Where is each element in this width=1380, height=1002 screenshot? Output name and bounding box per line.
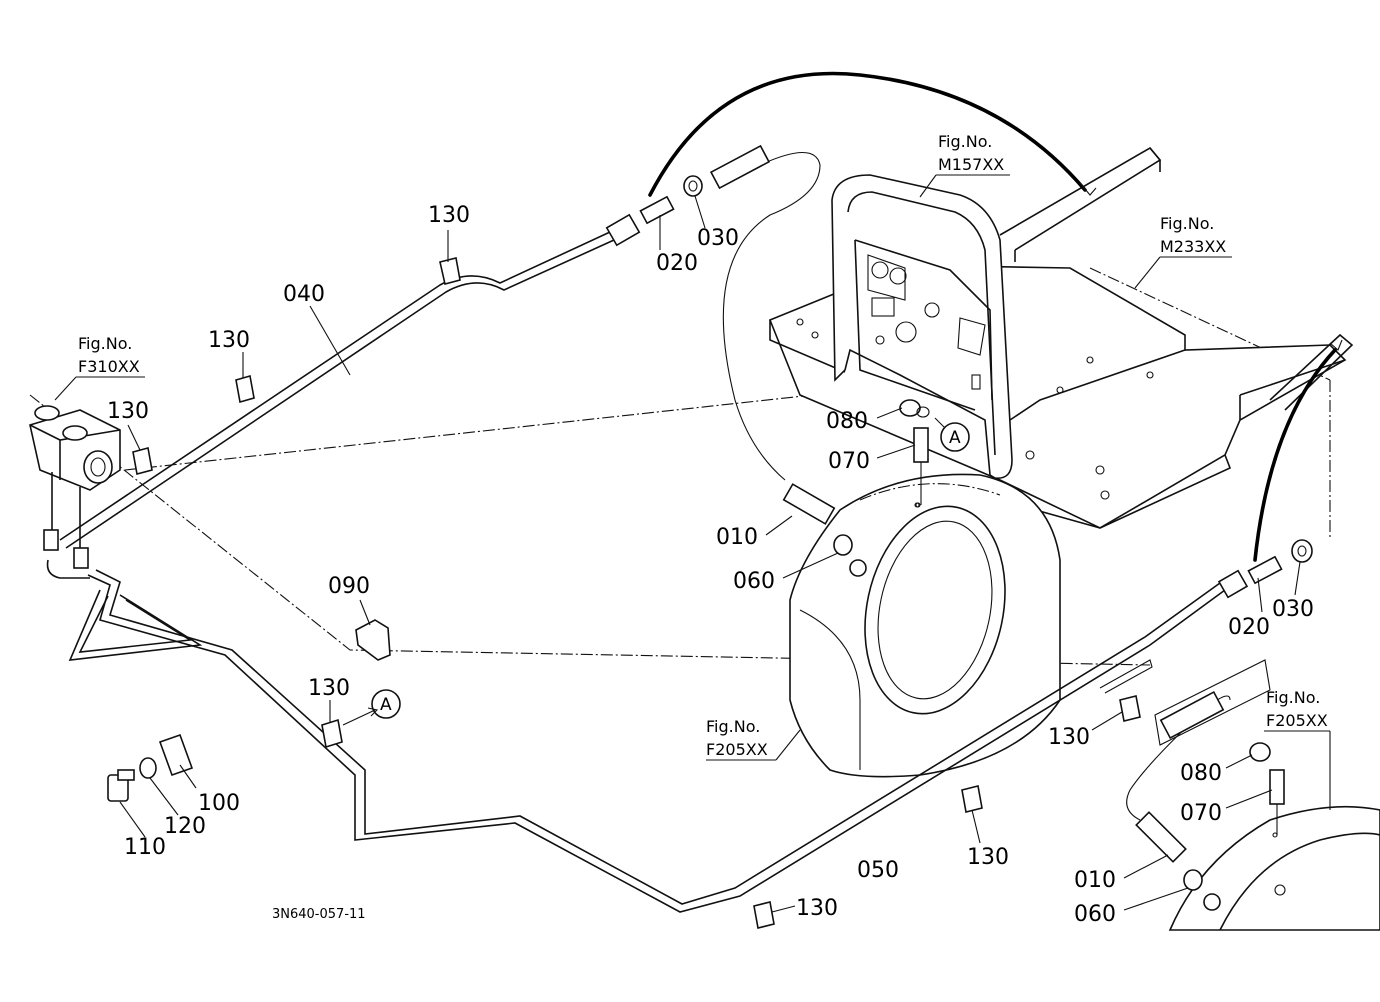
part-130-e: 130 bbox=[1048, 725, 1090, 750]
fender-center bbox=[789, 473, 1061, 778]
part-090: 090 bbox=[328, 574, 370, 599]
part-030-right: 030 bbox=[1272, 597, 1314, 622]
part-010-right: 010 bbox=[1074, 868, 1116, 893]
part-050: 050 bbox=[857, 858, 899, 883]
part-040: 040 bbox=[283, 282, 325, 307]
fig-ref-m157-code: M157XX bbox=[938, 155, 1004, 174]
view-mark-a-1: A bbox=[371, 689, 401, 719]
part-130-b: 130 bbox=[208, 328, 250, 353]
fig-ref-f205-center-label: Fig.No. bbox=[706, 717, 760, 736]
part-130-d: 130 bbox=[308, 676, 350, 701]
diagram-code: 3N640-057-11 bbox=[272, 907, 366, 922]
part-130-g: 130 bbox=[796, 896, 838, 921]
leader-lines bbox=[54, 174, 1331, 913]
seat-panel bbox=[831, 174, 1013, 479]
part-100: 100 bbox=[198, 791, 240, 816]
fig-ref-m233-code: M233XX bbox=[1160, 237, 1226, 256]
part-020-right: 020 bbox=[1228, 615, 1270, 640]
fig-ref-f205-right-code: F205XX bbox=[1266, 711, 1328, 730]
part-130-c: 130 bbox=[107, 399, 149, 424]
fig-ref-f310-label: Fig.No. bbox=[78, 334, 132, 353]
part-060-center: 060 bbox=[733, 569, 775, 594]
fig-ref-m233-label: Fig.No. bbox=[1160, 214, 1214, 233]
part-070-center: 070 bbox=[828, 449, 870, 474]
brake-valve bbox=[29, 405, 121, 548]
brake-hoses bbox=[648, 71, 1343, 562]
part-020-top: 020 bbox=[656, 251, 698, 276]
part-070-right: 070 bbox=[1180, 801, 1222, 826]
fittings bbox=[107, 144, 1313, 911]
svg-text:A: A bbox=[380, 695, 392, 715]
part-120: 120 bbox=[164, 814, 206, 839]
fig-ref-f205-center-code: F205XX bbox=[706, 740, 768, 759]
hose-routes bbox=[722, 152, 1231, 821]
fig-ref-f310-code: F310XX bbox=[78, 357, 140, 376]
part-030-top: 030 bbox=[697, 226, 739, 251]
part-080-right: 080 bbox=[1180, 761, 1222, 786]
svg-text:A: A bbox=[949, 428, 961, 448]
part-060-right: 060 bbox=[1074, 902, 1116, 927]
part-110: 110 bbox=[124, 835, 166, 860]
part-080-center: 080 bbox=[826, 409, 868, 434]
view-mark-a-2: A bbox=[940, 422, 970, 452]
part-010-center: 010 bbox=[716, 525, 758, 550]
brake-pipes bbox=[43, 213, 1249, 913]
fig-ref-m157-label: Fig.No. bbox=[938, 132, 992, 151]
clips bbox=[132, 257, 1153, 929]
part-130-a: 130 bbox=[428, 203, 470, 228]
part-130-f: 130 bbox=[967, 845, 1009, 870]
fig-ref-f205-right-label: Fig.No. bbox=[1266, 688, 1320, 707]
